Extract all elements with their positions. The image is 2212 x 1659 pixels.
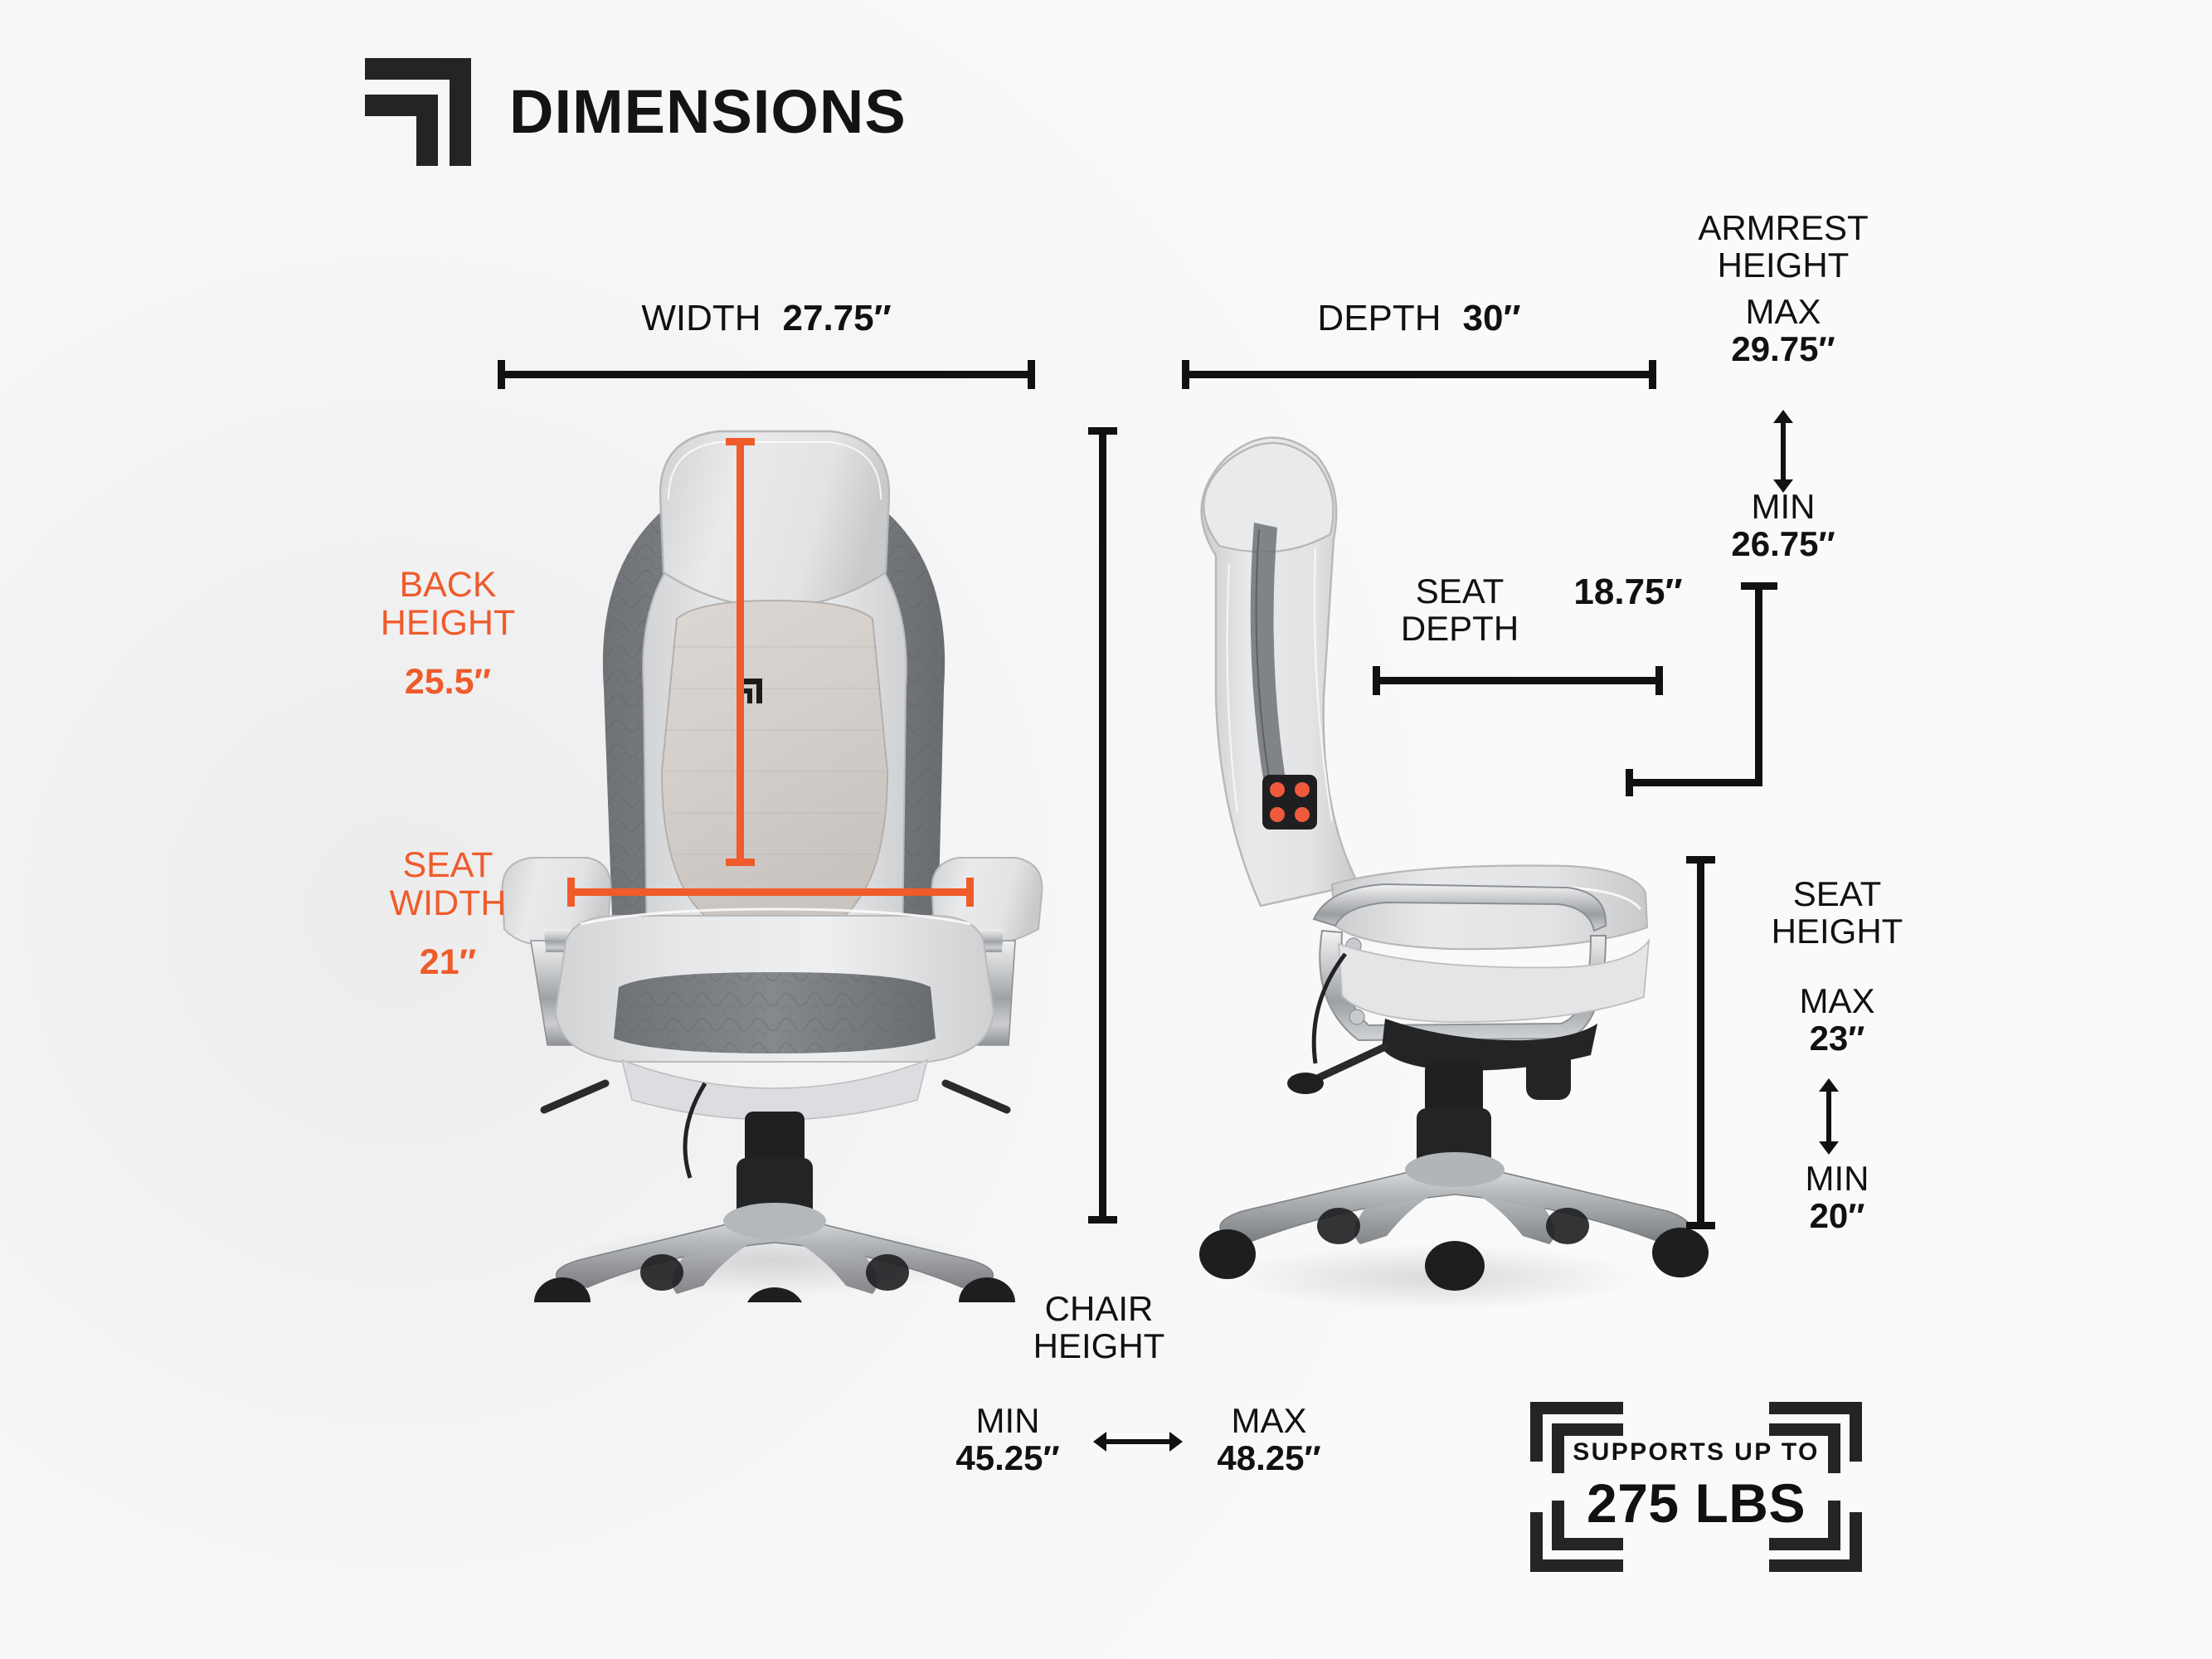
seat-height-min-value: 20″: [1809, 1196, 1865, 1236]
seat-depth-label-line2: DEPTH: [1400, 609, 1519, 649]
back-height-dimension-line: [726, 438, 755, 866]
seat-width-label-line1: SEAT: [402, 845, 493, 885]
chair-side-view: [1199, 436, 1709, 1311]
chair-height-range-arrow-icon: [1093, 1425, 1183, 1458]
armrest-height-min-label: MIN: [1751, 487, 1816, 526]
badge-supports-label: SUPPORTS UP TO: [1573, 1438, 1820, 1466]
armrest-height-label-line1: ARMREST: [1698, 208, 1869, 247]
seat-depth-value-wrap: 18.75″: [1549, 572, 1707, 612]
page-title: DIMENSIONS: [509, 77, 907, 146]
chair-height-max-measurement: MAX 48.25″: [1169, 1402, 1369, 1477]
badge-capacity-value: 275 LBS: [1587, 1472, 1806, 1534]
armrest-height-measurement: ARMREST HEIGHT MAX 29.75″: [1650, 208, 1916, 369]
chair-height-dimension-line: [1088, 427, 1117, 1224]
width-dimension-line: [498, 360, 1035, 389]
badge-corner-top-left-icon: [1530, 1402, 1623, 1473]
armrest-height-max-value: 29.75″: [1731, 329, 1835, 369]
seat-height-label-line2: HEIGHT: [1771, 912, 1903, 951]
armrest-height-min-value: 26.75″: [1731, 524, 1835, 564]
brand-glyph-icon: [737, 679, 762, 703]
seat-height-measurement: SEAT HEIGHT MAX 23″: [1725, 874, 1949, 1058]
chair-front-view: [501, 430, 1043, 1302]
depth-measurement: DEPTH 30″: [1182, 299, 1656, 338]
armrest-height-label-line2: HEIGHT: [1717, 246, 1850, 285]
chair-height-min-measurement: MIN 45.25″: [908, 1402, 1107, 1477]
chair-height-measurement: CHAIR HEIGHT: [954, 1290, 1244, 1365]
badge-corner-bottom-right-icon: [1769, 1501, 1862, 1572]
armrest-height-max-label: MAX: [1745, 291, 1821, 331]
seat-depth-label-line1: SEAT: [1415, 572, 1505, 611]
header: DIMENSIONS: [365, 58, 907, 166]
chair-height-label-line1: CHAIR: [1044, 1289, 1154, 1328]
width-label: WIDTH: [641, 298, 761, 338]
armrest-height-min-measurement: MIN 26.75″: [1650, 488, 1916, 563]
seat-width-measurement: SEAT WIDTH 21″: [344, 845, 552, 982]
back-height-measurement: BACK HEIGHT 25.5″: [344, 565, 552, 702]
width-value: 27.75″: [782, 298, 892, 338]
seat-height-max-value: 23″: [1809, 1019, 1865, 1058]
badge-corner-bottom-left-icon: [1530, 1501, 1623, 1572]
depth-label: DEPTH: [1317, 298, 1441, 338]
seat-height-min-label: MIN: [1805, 1159, 1869, 1198]
chair-height-min-value: 45.25″: [955, 1438, 1060, 1478]
chair-height-label-line2: HEIGHT: [1033, 1326, 1165, 1366]
massage-control-panel-icon: [1262, 775, 1317, 830]
weight-capacity-badge: SUPPORTS UP TO 275 LBS: [1530, 1402, 1862, 1572]
seat-height-max-label: MAX: [1799, 980, 1875, 1020]
seat-height-dimension-line: [1686, 856, 1715, 1229]
chair-height-max-label: MAX: [1231, 1401, 1307, 1440]
width-measurement: WIDTH 27.75″: [498, 299, 1035, 338]
seat-height-range-arrow-icon: [1812, 1078, 1845, 1155]
armrest-height-range-arrow-icon: [1767, 410, 1800, 493]
chair-height-min-label: MIN: [975, 1401, 1040, 1440]
seat-depth-dimension-line: [1373, 666, 1663, 695]
back-height-label-line1: BACK: [399, 565, 497, 605]
back-height-label-line2: HEIGHT: [380, 603, 516, 644]
badge-corner-top-right-icon: [1769, 1402, 1862, 1473]
seat-height-label-line1: SEAT: [1792, 874, 1882, 913]
depth-dimension-line: [1182, 360, 1656, 389]
chair-height-max-value: 48.25″: [1217, 1438, 1321, 1478]
seat-width-dimension-line: [567, 878, 974, 907]
seat-width-value: 21″: [419, 941, 477, 982]
back-height-value: 25.5″: [404, 661, 492, 702]
seat-depth-value: 18.75″: [1573, 572, 1683, 612]
seat-depth-measurement: SEAT DEPTH: [1377, 572, 1543, 648]
depth-value: 30″: [1462, 298, 1521, 338]
armrest-height-leader-line: [1626, 582, 1791, 796]
seat-height-min-measurement: MIN 20″: [1725, 1160, 1949, 1235]
seat-width-label-line2: WIDTH: [389, 883, 507, 924]
corner-bracket-logo-icon: [365, 58, 471, 166]
